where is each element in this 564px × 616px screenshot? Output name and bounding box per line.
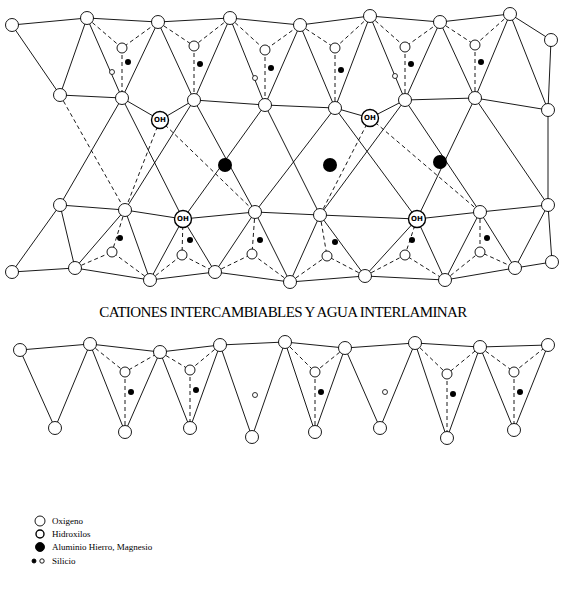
hydroxyl-symbol: OH — [154, 117, 166, 124]
interlayer-label: CATIONES INTERCAMBIABLES Y AGUA INTERLAM… — [99, 305, 467, 320]
hydroxyl-symbol: OH — [364, 115, 376, 122]
hydroxyl-symbol: OH — [177, 216, 189, 223]
hydroxyl-symbol: OH — [411, 216, 423, 223]
legend-samples — [32, 516, 45, 563]
legend-entry: Aluminio Hierro, Magnesio — [52, 543, 152, 552]
legend-entry: Oxigeno — [52, 517, 83, 526]
legend-entry: Silicio — [52, 557, 76, 566]
legend-entry: Hidroxilos — [52, 530, 91, 539]
